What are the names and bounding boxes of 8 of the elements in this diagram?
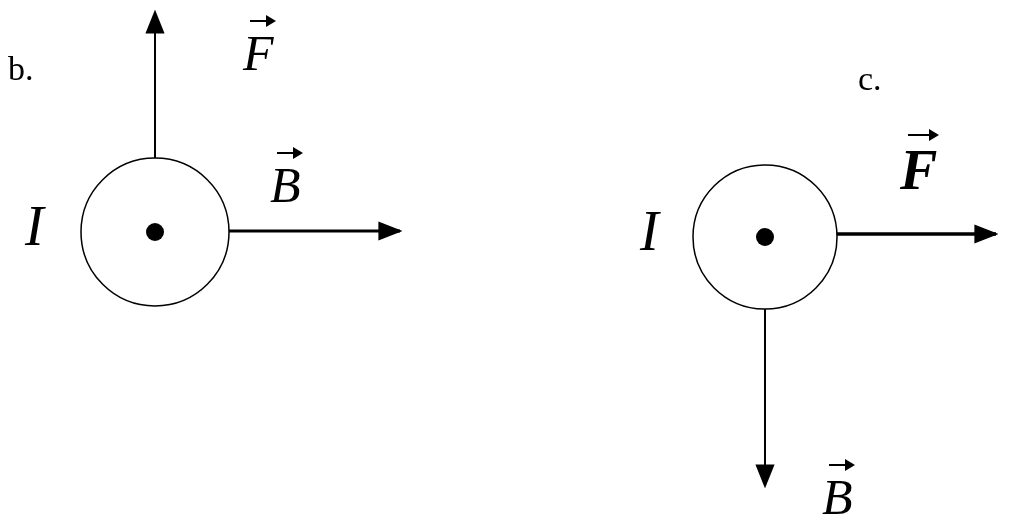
vector-label: B	[822, 458, 853, 521]
vector-label: F	[243, 14, 274, 78]
panel-label: b.	[8, 52, 34, 86]
current-label: I	[25, 198, 44, 254]
vector-label: B	[270, 146, 301, 210]
vector-label: F	[900, 128, 938, 198]
current-label: I	[640, 203, 659, 259]
panel-label: c.	[858, 62, 882, 96]
